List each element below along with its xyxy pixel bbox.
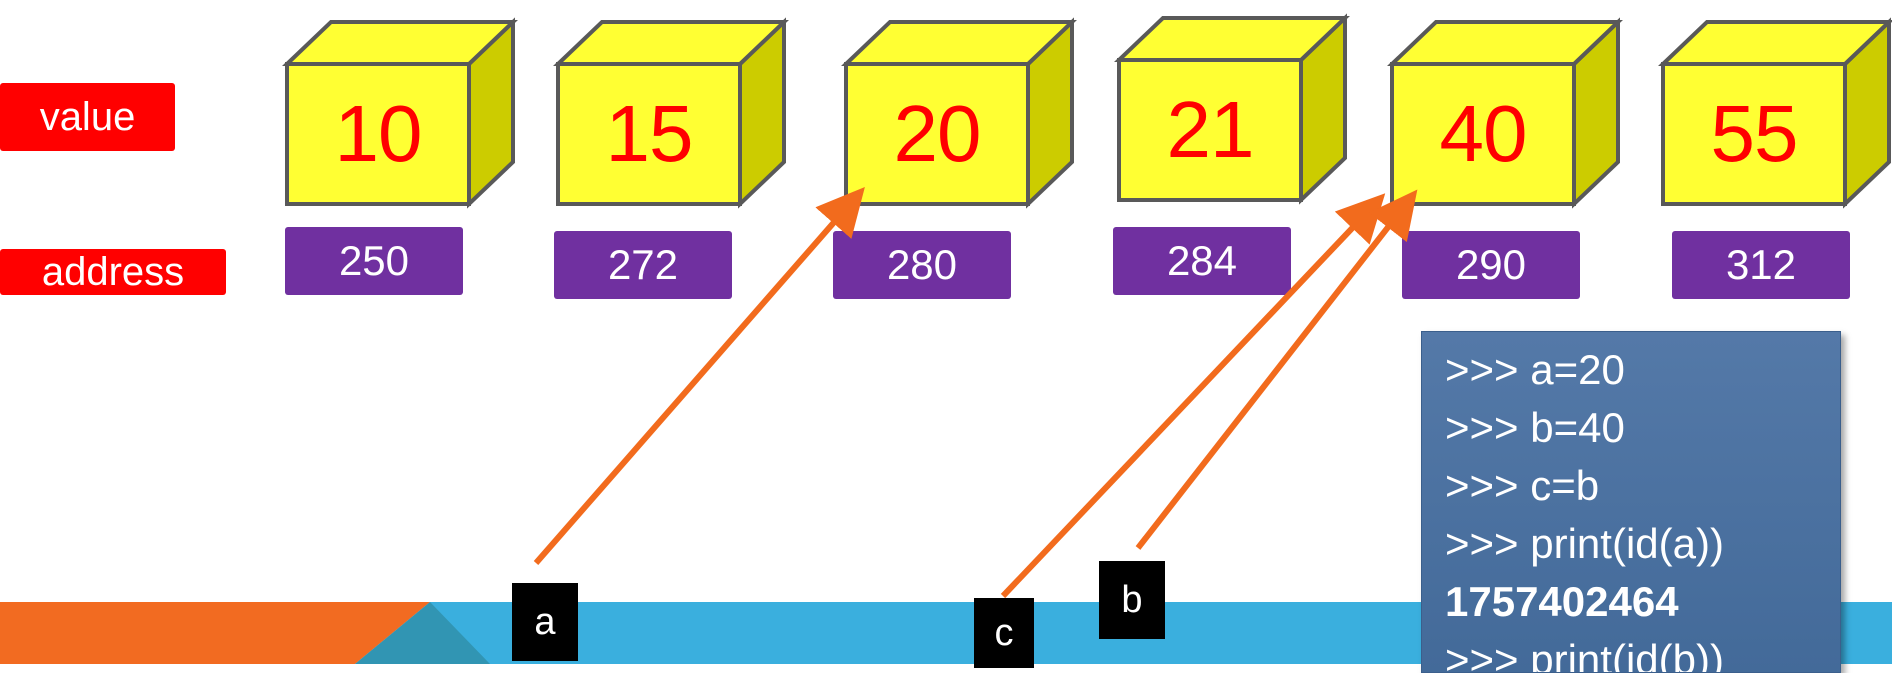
code-output-line: 1757402464: [1445, 578, 1679, 625]
footer-orange-band: [0, 602, 430, 664]
value-cube-55: 55: [1658, 17, 1892, 209]
address-box: 290: [1402, 231, 1580, 299]
variable-tag-b: b: [1099, 561, 1165, 639]
address-box: 272: [554, 231, 732, 299]
cube-value: 10: [334, 89, 423, 178]
cube-value: 21: [1166, 85, 1255, 174]
variable-tag-c: c: [974, 598, 1034, 668]
cube-value: 55: [1710, 89, 1799, 178]
cube-value: 40: [1439, 89, 1528, 178]
cube-shape: [1658, 17, 1892, 209]
cube-shape: [553, 17, 789, 209]
value-cube-21: 21: [1114, 13, 1353, 205]
code-line: >>> b=40: [1445, 404, 1625, 451]
value-row-label: value: [0, 83, 175, 151]
code-line: >>> a=20: [1445, 346, 1625, 393]
address-row-label: address: [0, 249, 226, 295]
cube-shape: [841, 17, 1077, 209]
value-cube-20: 20: [841, 17, 1080, 209]
cube-shape: [282, 17, 518, 209]
python-console-box: >>> a=20 >>> b=40 >>> c=b >>> print(id(a…: [1421, 331, 1841, 673]
variable-tag-a: a: [512, 583, 578, 661]
cube-value: 15: [605, 89, 694, 178]
address-box: 250: [285, 227, 463, 295]
footer-teal-notch: [355, 602, 490, 664]
address-box: 284: [1113, 227, 1291, 295]
value-cube-10: 10: [282, 17, 521, 209]
code-line: >>> print(id(b)): [1445, 636, 1724, 673]
code-line: >>> c=b: [1445, 462, 1600, 509]
address-box: 280: [833, 231, 1011, 299]
cube-value: 20: [893, 89, 982, 178]
code-line: >>> print(id(a)): [1445, 520, 1724, 567]
address-box: 312: [1672, 231, 1850, 299]
cube-shape: [1387, 17, 1623, 209]
cube-shape: [1114, 13, 1350, 205]
value-cube-40: 40: [1387, 17, 1626, 209]
value-cube-15: 15: [553, 17, 792, 209]
